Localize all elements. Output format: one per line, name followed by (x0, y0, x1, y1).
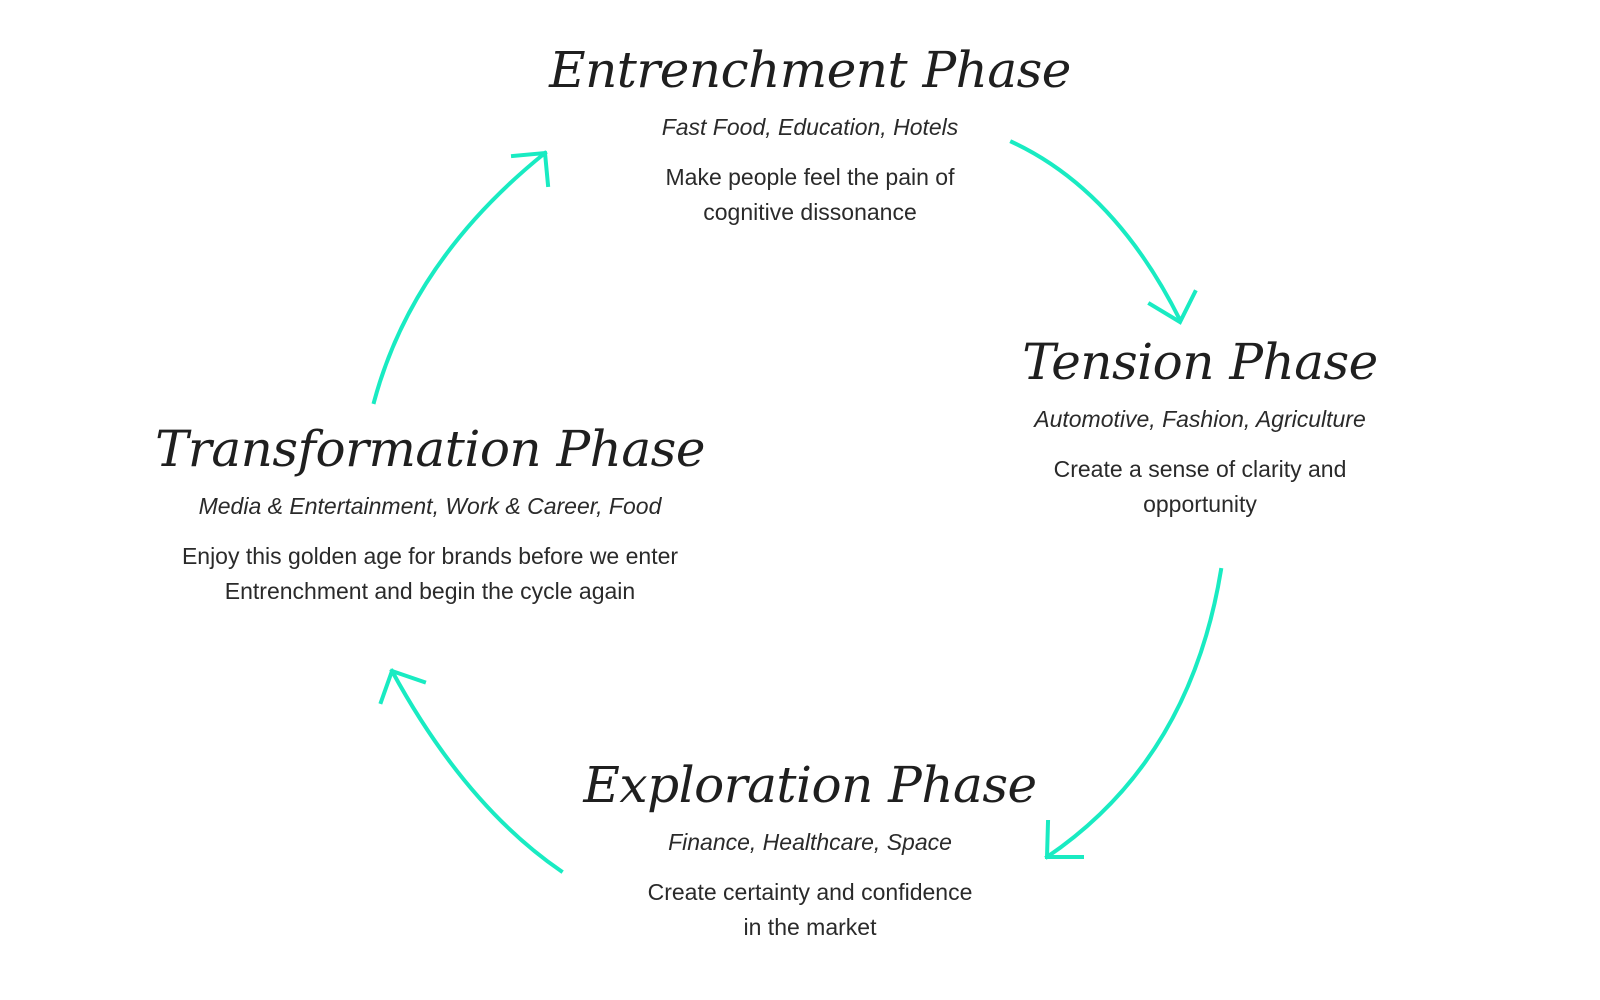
phase-title: Transformation Phase (155, 420, 705, 478)
arrow-head (378, 668, 427, 705)
phase-exploration: Exploration Phase Finance, Healthcare, S… (460, 755, 1160, 945)
phase-industries: Media & Entertainment, Work & Career, Fo… (198, 493, 662, 519)
phase-title: Entrenchment Phase (549, 41, 1071, 99)
phase-industries: Automotive, Fashion, Agriculture (1034, 406, 1366, 432)
phase-description-line: Create a sense of clarity and (1053, 456, 1347, 482)
phase-description-line: in the market (743, 914, 877, 940)
phase-title: Exploration Phase (583, 756, 1037, 814)
phase-tension: Tension Phase Automotive, Fashion, Agric… (860, 332, 1540, 522)
arrow-entrenchment-to-tension (1009, 139, 1198, 325)
phase-industries: Fast Food, Education, Hotels (661, 114, 959, 140)
phase-description-line: Enjoy this golden age for brands before … (181, 543, 679, 569)
arrow-tension-to-exploration (1044, 567, 1224, 860)
phase-description: Make people feel the pain of cognitive d… (460, 160, 1160, 230)
phase-description-line: Make people feel the pain of (665, 164, 955, 190)
arrow-head (510, 150, 551, 188)
arrow-shaft (371, 150, 548, 405)
arrow-shaft (1009, 139, 1183, 323)
phase-title: Tension Phase (1022, 333, 1378, 391)
phase-description-line: cognitive dissonance (703, 199, 917, 225)
phase-description: Enjoy this golden age for brands before … (80, 539, 780, 609)
arrow-transformation-to-entrenchment (371, 150, 551, 405)
phase-description-line: opportunity (1143, 491, 1257, 517)
arrow-exploration-to-transformation (378, 668, 564, 874)
phase-transformation: Transformation Phase Media & Entertainme… (80, 419, 780, 609)
phase-industries: Finance, Healthcare, Space (668, 829, 952, 855)
arrow-shaft (389, 668, 564, 874)
phase-entrenchment: Entrenchment Phase Fast Food, Education,… (460, 40, 1160, 230)
phase-description: Create certainty and confidence in the m… (460, 875, 1160, 945)
phase-description-line: Create certainty and confidence (647, 879, 973, 905)
phase-description-line: Entrenchment and begin the cycle again (224, 578, 636, 604)
arrow-shaft (1044, 567, 1224, 860)
phase-description: Create a sense of clarity and opportunit… (860, 452, 1540, 522)
arrow-head (1044, 819, 1084, 859)
arrow-head (1147, 289, 1198, 325)
